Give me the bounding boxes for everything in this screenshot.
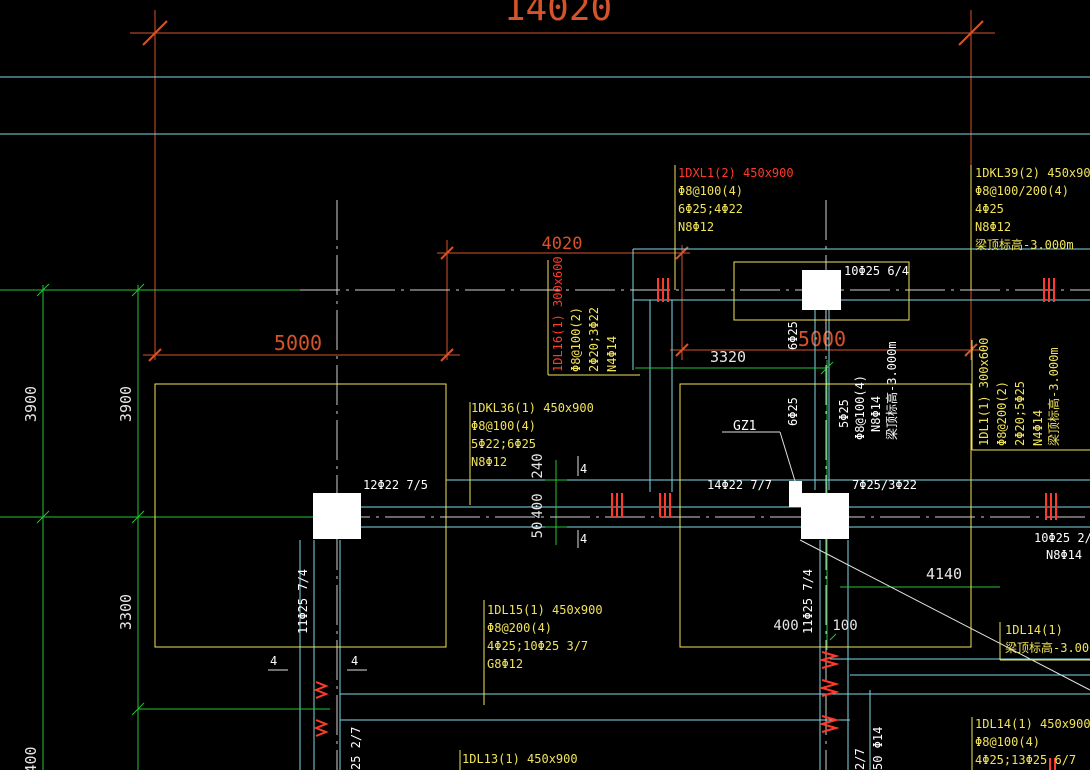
dl14a-line1: 1DL14(1) xyxy=(1005,623,1063,637)
dl16-line1: 1DL16(1) 300x600 xyxy=(551,256,565,372)
rebar-n8: N8Φ14 xyxy=(1046,548,1082,562)
dim-3900-outer: 3900 xyxy=(22,386,40,422)
leader-lines xyxy=(268,431,1090,691)
rebar-hatch-marks xyxy=(313,278,1057,770)
center-line1: 5Φ25 xyxy=(837,399,851,428)
dxl1-line1: 1DXL1(2) 450x900 xyxy=(678,166,794,180)
column-left[interactable] xyxy=(313,493,361,539)
rebar-11-25-b: 11Φ25 7/4 xyxy=(801,569,815,634)
cyan-vertical-lines xyxy=(299,249,871,770)
column-gz1[interactable] xyxy=(789,481,802,507)
dkl36-line3: 5Φ22;6Φ25 xyxy=(471,437,536,451)
beam-label-dl15[interactable]: 1DL15(1) 450x900 Φ8@200(4) 4Φ25;10Φ25 3/… xyxy=(487,603,603,671)
beam-label-center-column[interactable]: 5Φ25 Φ8@100(4) N8Φ14 梁顶标高-3.000m xyxy=(837,341,899,440)
dim-4140: 4140 xyxy=(926,565,962,583)
rebar-27: 2/7 xyxy=(853,748,867,770)
dl14a-line2: 梁顶标高-3.000m xyxy=(1005,640,1090,655)
section-mark-left-1: 4 xyxy=(270,654,277,668)
beam-label-dkl39[interactable]: 1DKL39(2) 450x90 Φ8@100/200(4) 4Φ25 N8Φ1… xyxy=(975,166,1090,252)
green-lines xyxy=(0,283,1000,770)
dl1-line1: 1DL1(1) 300x600 xyxy=(977,338,991,446)
dl14b-line3: 4Φ25;13Φ25 6/7 xyxy=(975,753,1076,767)
dl16-line2: Φ8@100(2) xyxy=(569,307,583,372)
center-line4: 梁顶标高-3.000m xyxy=(884,341,899,440)
dim-400-bot: 400 xyxy=(773,618,798,634)
rebar-12-22: 12Φ22 7/5 xyxy=(363,478,428,492)
dl16-line4: N4Φ14 xyxy=(605,336,619,372)
rebar-14-22: 14Φ22 7/7 xyxy=(707,478,772,492)
dim-4020: 4020 xyxy=(542,234,583,254)
column-top[interactable] xyxy=(802,270,841,310)
section-mark-left-2: 4 xyxy=(351,654,358,668)
dxl1-line3: 6Φ25;4Φ22 xyxy=(678,202,743,216)
center-line3: N8Φ14 xyxy=(869,396,883,432)
dkl39-line5: 梁顶标高-3.000m xyxy=(975,237,1074,252)
rebar-10-25-b: 10Φ25 2/ xyxy=(1034,531,1090,545)
dim-100-bot: 100 xyxy=(832,618,857,634)
rebar-labels: 10Φ25 6/4 12Φ22 7/5 14Φ22 7/7 7Φ25/3Φ22 … xyxy=(270,264,1090,770)
dl13-line1: 1DL13(1) 450x900 xyxy=(462,752,578,766)
beam-label-dl14-lower[interactable]: 1DL14(1) 450x900 Φ8@100(4) 4Φ25;13Φ25 6/… xyxy=(975,717,1090,767)
dkl39-line4: N8Φ12 xyxy=(975,220,1011,234)
dl14b-line2: Φ8@100(4) xyxy=(975,735,1040,749)
dkl36-line1: 1DKL36(1) 450x900 xyxy=(471,401,594,415)
dim-14020: 14020 xyxy=(504,0,612,29)
rebar-6-25-b: 6Φ25 xyxy=(786,397,800,426)
rebar-6-25-a: 6Φ25 xyxy=(786,321,800,350)
dim-5000-left: 5000 xyxy=(274,331,322,355)
dim-3900-inner: 3900 xyxy=(117,386,135,422)
dxl1-line2: Φ8@100(4) xyxy=(678,184,743,198)
dl16-line3: 2Φ20;3Φ22 xyxy=(587,307,601,372)
dim-3320: 3320 xyxy=(710,348,746,366)
dl1-line3: 2Φ20;5Φ25 xyxy=(1013,381,1027,446)
dxl1-line4: N8Φ12 xyxy=(678,220,714,234)
dkl36-line4: N8Φ12 xyxy=(471,455,507,469)
beam-label-dl14-upper[interactable]: 1DL14(1) 梁顶标高-3.000m xyxy=(1005,623,1090,655)
dl15-line2: Φ8@200(4) xyxy=(487,621,552,635)
dim-400-sec: 400 xyxy=(530,493,546,518)
dim-5000-right: 5000 xyxy=(798,327,846,351)
column-right[interactable] xyxy=(801,493,849,539)
dim-50: 50 xyxy=(530,522,546,539)
rebar-50-14: 50 Φ14 xyxy=(871,727,885,770)
rebar-7-25: 7Φ25/3Φ22 xyxy=(852,478,917,492)
dim-3300: 3300 xyxy=(117,594,135,630)
dkl36-line2: Φ8@100(4) xyxy=(471,419,536,433)
section-mark-top: 4 xyxy=(580,462,587,476)
rebar-10-25: 10Φ25 6/4 xyxy=(844,264,909,278)
rebar-11-25-a: 11Φ25 7/4 xyxy=(296,569,310,634)
dkl39-line2: Φ8@100/200(4) xyxy=(975,184,1069,198)
dimension-lines xyxy=(130,10,995,362)
beam-label-dl1[interactable]: 1DL1(1) 300x600 Φ8@200(2) 2Φ20;5Φ25 N4Φ1… xyxy=(977,338,1061,446)
beam-label-dxl1[interactable]: 1DXL1(2) 450x900 Φ8@100(4) 6Φ25;4Φ22 N8Φ… xyxy=(678,166,794,234)
dl1-line4: N4Φ14 xyxy=(1031,410,1045,446)
dl14b-line1: 1DL14(1) 450x900 xyxy=(975,717,1090,731)
section-mark-bottom: 4 xyxy=(580,532,587,546)
column-gz1-label: GZ1 xyxy=(733,419,756,434)
center-line2: Φ8@100(4) xyxy=(853,375,867,440)
dl15-line3: 4Φ25;10Φ25 3/7 xyxy=(487,639,588,653)
beam-label-dl13[interactable]: 1DL13(1) 450x900 xyxy=(462,752,578,766)
dim-400-left: 400 xyxy=(22,746,40,770)
beam-label-dkl36[interactable]: 1DKL36(1) 450x900 Φ8@100(4) 5Φ22;6Φ25 N8… xyxy=(471,401,594,469)
dl1-line5: 梁顶标高-3.000m xyxy=(1046,347,1061,446)
beam-label-dl16[interactable]: 1DL16(1) 300x600 Φ8@100(2) 2Φ20;3Φ22 N4Φ… xyxy=(551,256,619,372)
dim-240: 240 xyxy=(530,453,546,478)
rebar-25-27: 25 2/7 xyxy=(349,727,363,770)
dkl39-line1: 1DKL39(2) 450x90 xyxy=(975,166,1090,180)
dkl39-line3: 4Φ25 xyxy=(975,202,1004,216)
dl15-line4: G8Φ12 xyxy=(487,657,523,671)
dl1-line2: Φ8@200(2) xyxy=(995,381,1009,446)
yellow-outlines xyxy=(154,165,1090,770)
dl15-line1: 1DL15(1) 450x900 xyxy=(487,603,603,617)
